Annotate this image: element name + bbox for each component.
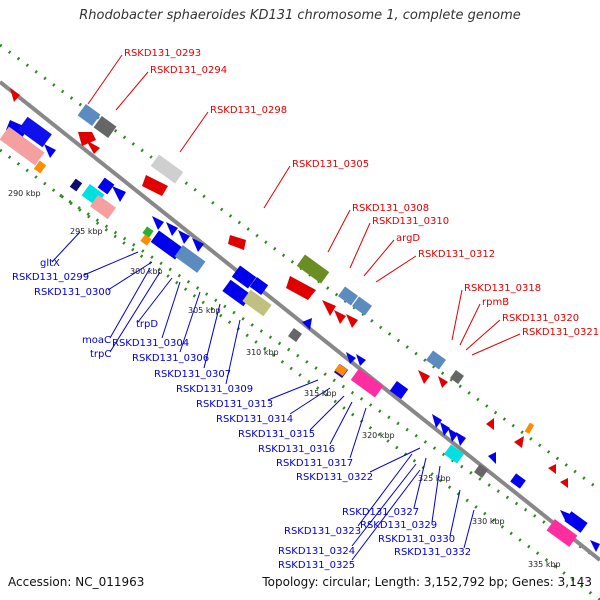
bottom-strand-genes [0, 116, 600, 552]
gene-label: RSKD131_0312 [418, 249, 495, 260]
gene-label: moaC [82, 335, 111, 346]
bottom-leader-lines [51, 231, 475, 561]
kbp-label: 300 kbp [130, 267, 163, 276]
gene-label: RSKD131_0332 [394, 547, 471, 558]
kbp-tick-labels: 290 kbp 295 kbp 300 kbp 305 kbp 310 kbp … [8, 189, 561, 569]
kbp-label: 320 kbp [362, 431, 395, 440]
gene-label: argD [396, 233, 420, 244]
gene-label: RSKD131_0294 [150, 65, 227, 76]
gene-label: trpC [90, 349, 111, 360]
accession-text: Accession: NC_011963 [8, 575, 145, 589]
gene-label: RSKD131_0308 [352, 203, 429, 214]
gene-label: RSKD131_0299 [12, 272, 89, 283]
gene-label: RSKD131_0300 [34, 287, 111, 298]
kbp-label: 290 kbp [8, 189, 41, 198]
gene-label: RSKD131_0323 [284, 526, 361, 537]
kbp-label: 335 kbp [528, 560, 561, 569]
gene-label: RSKD131_0307 [154, 369, 231, 380]
gene-label: RSKD131_0320 [502, 313, 579, 324]
gene-label: RSKD131_0321 [522, 327, 599, 338]
gene-label: RSKD131_0327 [342, 507, 419, 518]
dotted-tracks [0, 43, 600, 600]
kbp-label: 325 kbp [418, 474, 451, 483]
gene-label: RSKD131_0309 [176, 384, 253, 395]
gene-label: RSKD131_0315 [238, 429, 315, 440]
gene-label: RSKD131_0329 [360, 520, 437, 531]
top-gene-labels: RSKD131_0293 RSKD131_0294 RSKD131_0298 R… [124, 48, 599, 338]
top-leader-lines [87, 54, 521, 356]
kbp-label: 295 kbp [70, 227, 103, 236]
gene-label: RSKD131_0293 [124, 48, 201, 59]
gene-label: RSKD131_0316 [258, 444, 335, 455]
genome-summary-text: Topology: circular; Length: 3,152,792 bp… [262, 575, 592, 589]
gene-label: rpmB [482, 297, 509, 308]
gene-label: gltX [40, 258, 60, 269]
kbp-label: 305 kbp [188, 306, 221, 315]
gene-label: RSKD131_0322 [296, 472, 373, 483]
gene-label: RSKD131_0310 [372, 216, 449, 227]
gene-label: RSKD131_0314 [216, 414, 293, 425]
gene-label: RSKD131_0306 [132, 353, 209, 364]
gene-label: RSKD131_0317 [276, 458, 353, 469]
chromosome-backbone [0, 80, 600, 562]
gene-label: trpD [136, 319, 158, 330]
gene-label: RSKD131_0304 [112, 338, 189, 349]
gene-label: RSKD131_0324 [278, 546, 355, 557]
top-strand-genes [10, 88, 568, 488]
gene-label: RSKD131_0305 [292, 159, 369, 170]
gene-label: RSKD131_0298 [210, 105, 287, 116]
bottom-gene-labels: gltX RSKD131_0299 RSKD131_0300 moaC trpC… [12, 258, 471, 571]
gene-label: RSKD131_0318 [464, 283, 541, 294]
gene-label: RSKD131_0325 [278, 560, 355, 571]
gene-label: RSKD131_0313 [196, 399, 273, 410]
map-title: Rhodobacter sphaeroides KD131 chromosome… [79, 8, 521, 23]
kbp-label: 315 kbp [304, 389, 337, 398]
kbp-label: 310 kbp [246, 348, 279, 357]
gene-label: RSKD131_0330 [378, 534, 455, 545]
kbp-label: 330 kbp [472, 517, 505, 526]
